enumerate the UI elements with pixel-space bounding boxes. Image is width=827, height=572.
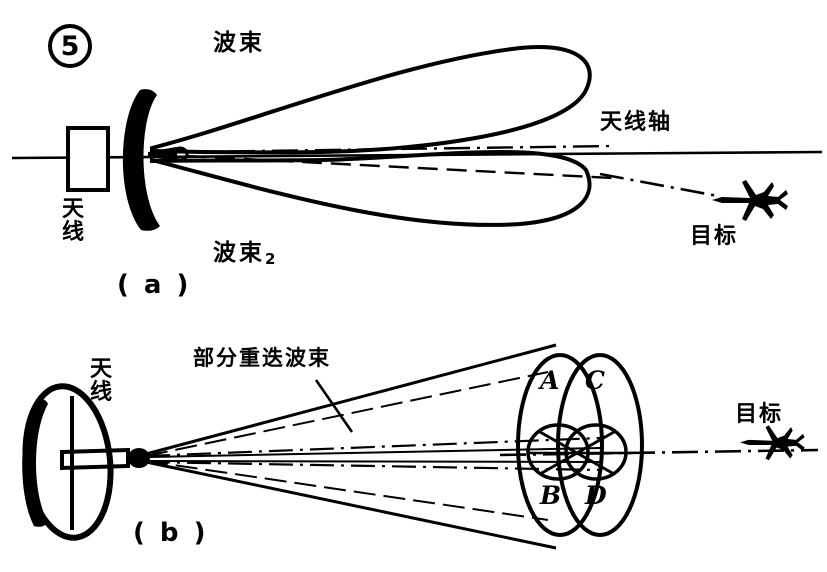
overlapping-beams-label: 部分重迭波束 xyxy=(193,346,331,370)
lobe-letter-b: B xyxy=(540,481,562,510)
panel-b-caption: ( b ) xyxy=(133,518,209,548)
target-label-b: 目标 xyxy=(735,402,784,427)
lobe-letter-d: D xyxy=(585,481,607,510)
target-label-a: 目标 xyxy=(690,224,739,249)
antenna-label-b: 天 线 xyxy=(90,358,112,405)
panel-a-caption: ( a ) xyxy=(117,270,192,300)
waveguide-box-icon xyxy=(66,126,110,192)
cone-edge-bottom xyxy=(145,460,557,550)
beam-axis-lower-dashdot xyxy=(145,460,601,472)
aircraft-target-icon-b xyxy=(740,425,805,461)
antenna-label-a: 天 线 xyxy=(62,198,84,245)
parabolic-dish-icon xyxy=(122,89,160,231)
panel-b-artwork xyxy=(22,343,819,550)
antenna-axis-label: 天线轴 xyxy=(600,110,673,135)
dish-rim-shading-b xyxy=(22,399,48,527)
beam-edge-b-lower xyxy=(145,460,549,521)
target-sightline-dashdot xyxy=(599,172,719,198)
antenna-label-a-char-1: 天 xyxy=(62,197,85,222)
antenna-label-b-char-1: 天 xyxy=(90,357,113,382)
beam-2-label: 波束2 xyxy=(213,242,275,267)
beam-inner-solid-lower xyxy=(149,460,601,463)
cone-edge-top xyxy=(145,343,557,456)
beam-edge-a-upper xyxy=(145,371,549,457)
beam-2-subscript: 2 xyxy=(265,250,276,268)
feed-support-icon-b xyxy=(60,447,130,471)
aircraft-target-icon-a xyxy=(712,180,788,221)
panel-a-artwork xyxy=(11,45,823,231)
antenna-label-a-char-2: 线 xyxy=(62,220,85,246)
beam-inner-solid-upper xyxy=(149,447,601,458)
beam2-center-dashed-line xyxy=(185,154,613,180)
beam-lobe-2 xyxy=(150,150,592,227)
beam-circle-right xyxy=(556,353,644,537)
lobe-letter-a: A xyxy=(540,366,560,395)
figure-number-badge: 5 xyxy=(48,24,92,68)
beam-2-label-text: 波束 xyxy=(213,240,265,266)
lobe-letter-c: C xyxy=(585,366,605,395)
beam-axis-upper-dashdot xyxy=(145,436,601,458)
beam-1-label: 波束 xyxy=(213,30,265,56)
beam1-center-dashdot-line xyxy=(185,144,613,154)
feed-tip-icon-b xyxy=(128,448,150,468)
overlap-label-leader xyxy=(314,379,354,433)
beam-circle-left xyxy=(516,353,604,537)
beam-lobe-1 xyxy=(150,45,592,155)
antenna-label-b-char-2: 线 xyxy=(90,380,113,406)
